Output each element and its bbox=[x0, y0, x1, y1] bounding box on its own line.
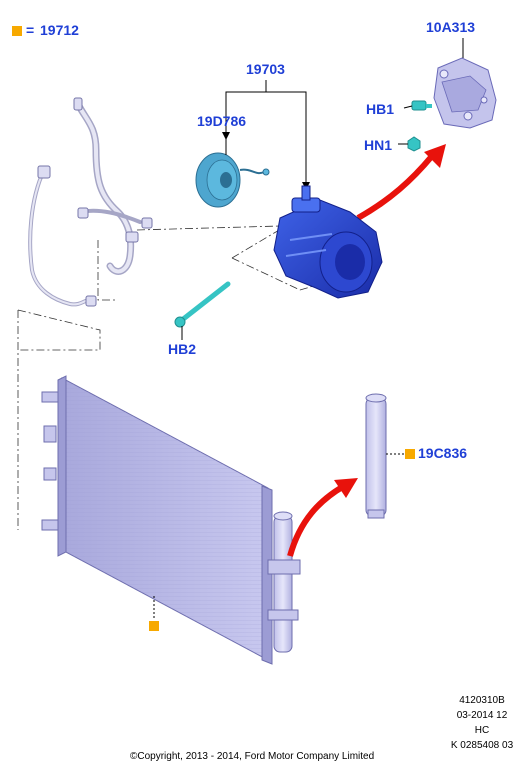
drier-marker bbox=[405, 449, 415, 459]
legend-marker bbox=[12, 26, 22, 36]
label-nut-hn1: HN1 bbox=[364, 137, 393, 153]
label-bolt-hb1: HB1 bbox=[366, 101, 395, 117]
label-clutch: 19D786 bbox=[197, 113, 247, 129]
condenser bbox=[41, 375, 273, 665]
compressor bbox=[273, 185, 383, 299]
red-arrow-bottom-head bbox=[334, 478, 358, 498]
footer-doc: K 0285408 03 bbox=[450, 740, 514, 751]
bolt-hb2 bbox=[174, 281, 231, 328]
drier-cartridge bbox=[365, 393, 387, 519]
hose-fittings bbox=[37, 97, 153, 307]
footer-date: 03-2014 12 bbox=[456, 710, 508, 721]
red-arrow-top bbox=[356, 154, 435, 221]
hb1-leader bbox=[403, 105, 413, 109]
label-drier: 19C836 bbox=[418, 445, 468, 461]
red-arrow-bottom bbox=[287, 483, 346, 557]
footer-copyright: ©Copyright, 2013 - 2014, Ford Motor Comp… bbox=[130, 751, 375, 762]
condenser-receiver bbox=[267, 511, 301, 653]
clutch-assembly bbox=[195, 152, 270, 208]
nut-hn1 bbox=[407, 136, 421, 152]
mounting-bracket bbox=[433, 57, 497, 129]
bolt-hb1 bbox=[411, 100, 432, 111]
footer-ref: 4120310B bbox=[459, 695, 505, 706]
compressor-leader bbox=[225, 80, 307, 190]
refrigerant-hoses bbox=[28, 100, 142, 307]
label-bolt-hb2: HB2 bbox=[168, 341, 197, 357]
label-compressor: 19703 bbox=[246, 61, 285, 77]
condenser-marker bbox=[149, 621, 159, 631]
legend-equals: = bbox=[26, 22, 35, 38]
legend-part-number: 19712 bbox=[40, 22, 79, 38]
label-bracket: 10A313 bbox=[426, 19, 476, 35]
footer-code: HC bbox=[474, 725, 490, 736]
red-arrow-top-head bbox=[424, 144, 446, 168]
